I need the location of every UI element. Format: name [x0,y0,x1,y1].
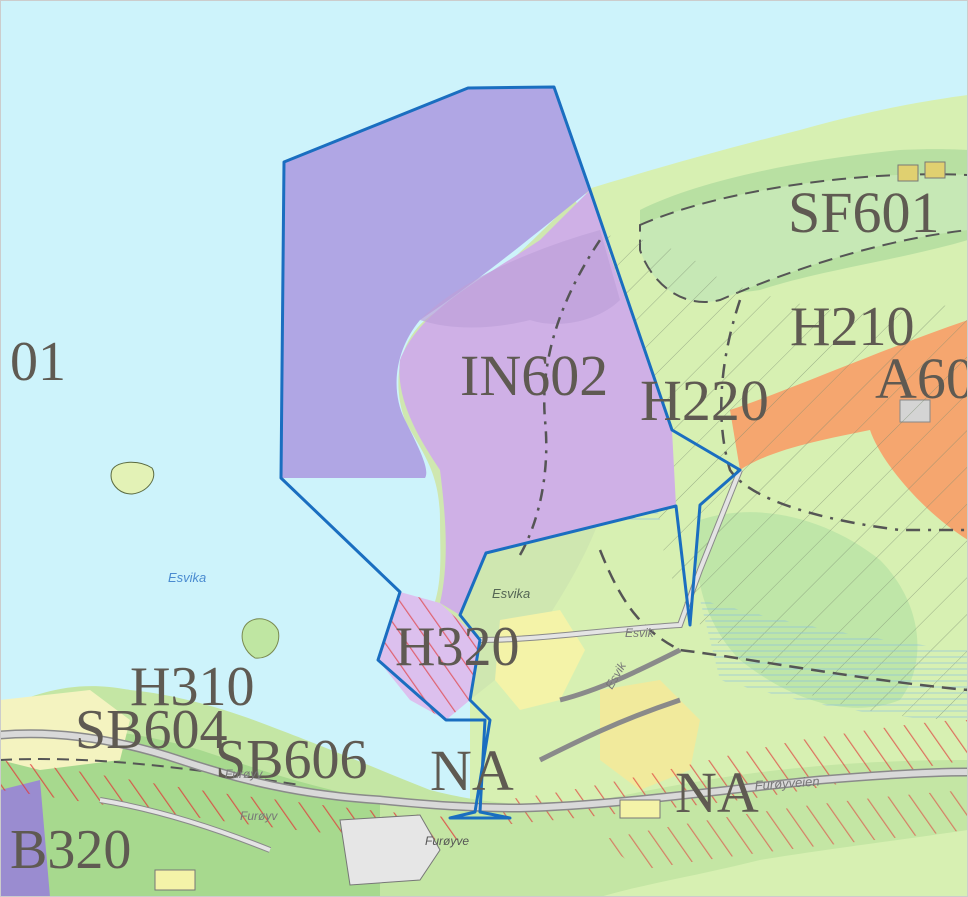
zone-label-sf601: SF601 [788,180,940,245]
dashed-boundary-2 [598,549,968,692]
road-esvik-inner [479,469,742,642]
zone-na-corridor-east-2 [600,790,968,870]
zone-in602-darker [420,230,620,328]
road-branch-2 [538,697,681,763]
settlement-block [339,814,441,886]
place-label-esvika-settlement: Esvika [492,586,530,601]
residential-zone-2 [600,680,700,790]
planning-boundary[interactable] [279,85,742,820]
zone-label-sb604: SB604 [75,699,228,761]
building [619,799,661,819]
building [154,869,196,891]
dashed-boundary-4 [0,758,301,786]
road-furoyveien-inner [0,730,968,812]
zone-label-01: 01 [10,331,66,393]
place-label-esvika-bay: Esvika [168,570,206,585]
zone-label-h320: H320 [395,616,519,678]
road-label-furoyveien-4: Furøyve [425,834,469,848]
islet-mid [241,618,280,659]
building [924,161,946,179]
building [897,164,919,182]
residential-zone-3 [0,690,130,770]
zone-label-h210: H210 [790,296,914,358]
road-label-furoyveien-1: Furøyveien [754,773,820,792]
road-branch [559,647,682,703]
zone-in602-sea [281,87,590,478]
zone-label-h220: H220 [640,368,769,433]
islet-west [110,461,155,495]
zone-label-na-1: NA [430,738,514,803]
zone-h320-hatch [378,592,480,720]
road-label-furoyveien-3: Furøyv [240,809,278,823]
dashed-boundary-1 [518,239,602,556]
zone-label-h310: H310 [130,656,254,718]
zone-left-purple [0,780,50,897]
zone-label-b320: B320 [10,819,131,881]
road-secondary-inner [99,798,271,852]
road-label-esvik-1: Esvik [625,626,655,640]
dashed-boundary-3 [720,299,968,532]
zone-label-sb606: SB606 [215,729,368,791]
shore-zone-horizontal-2 [700,600,968,720]
zone-label-na-2: NA [675,760,759,825]
zone-label-in602: IN602 [460,343,608,408]
road-label-furoyveien-2: Furøyv [225,767,263,781]
zone-label-a60: A60 [875,346,968,411]
